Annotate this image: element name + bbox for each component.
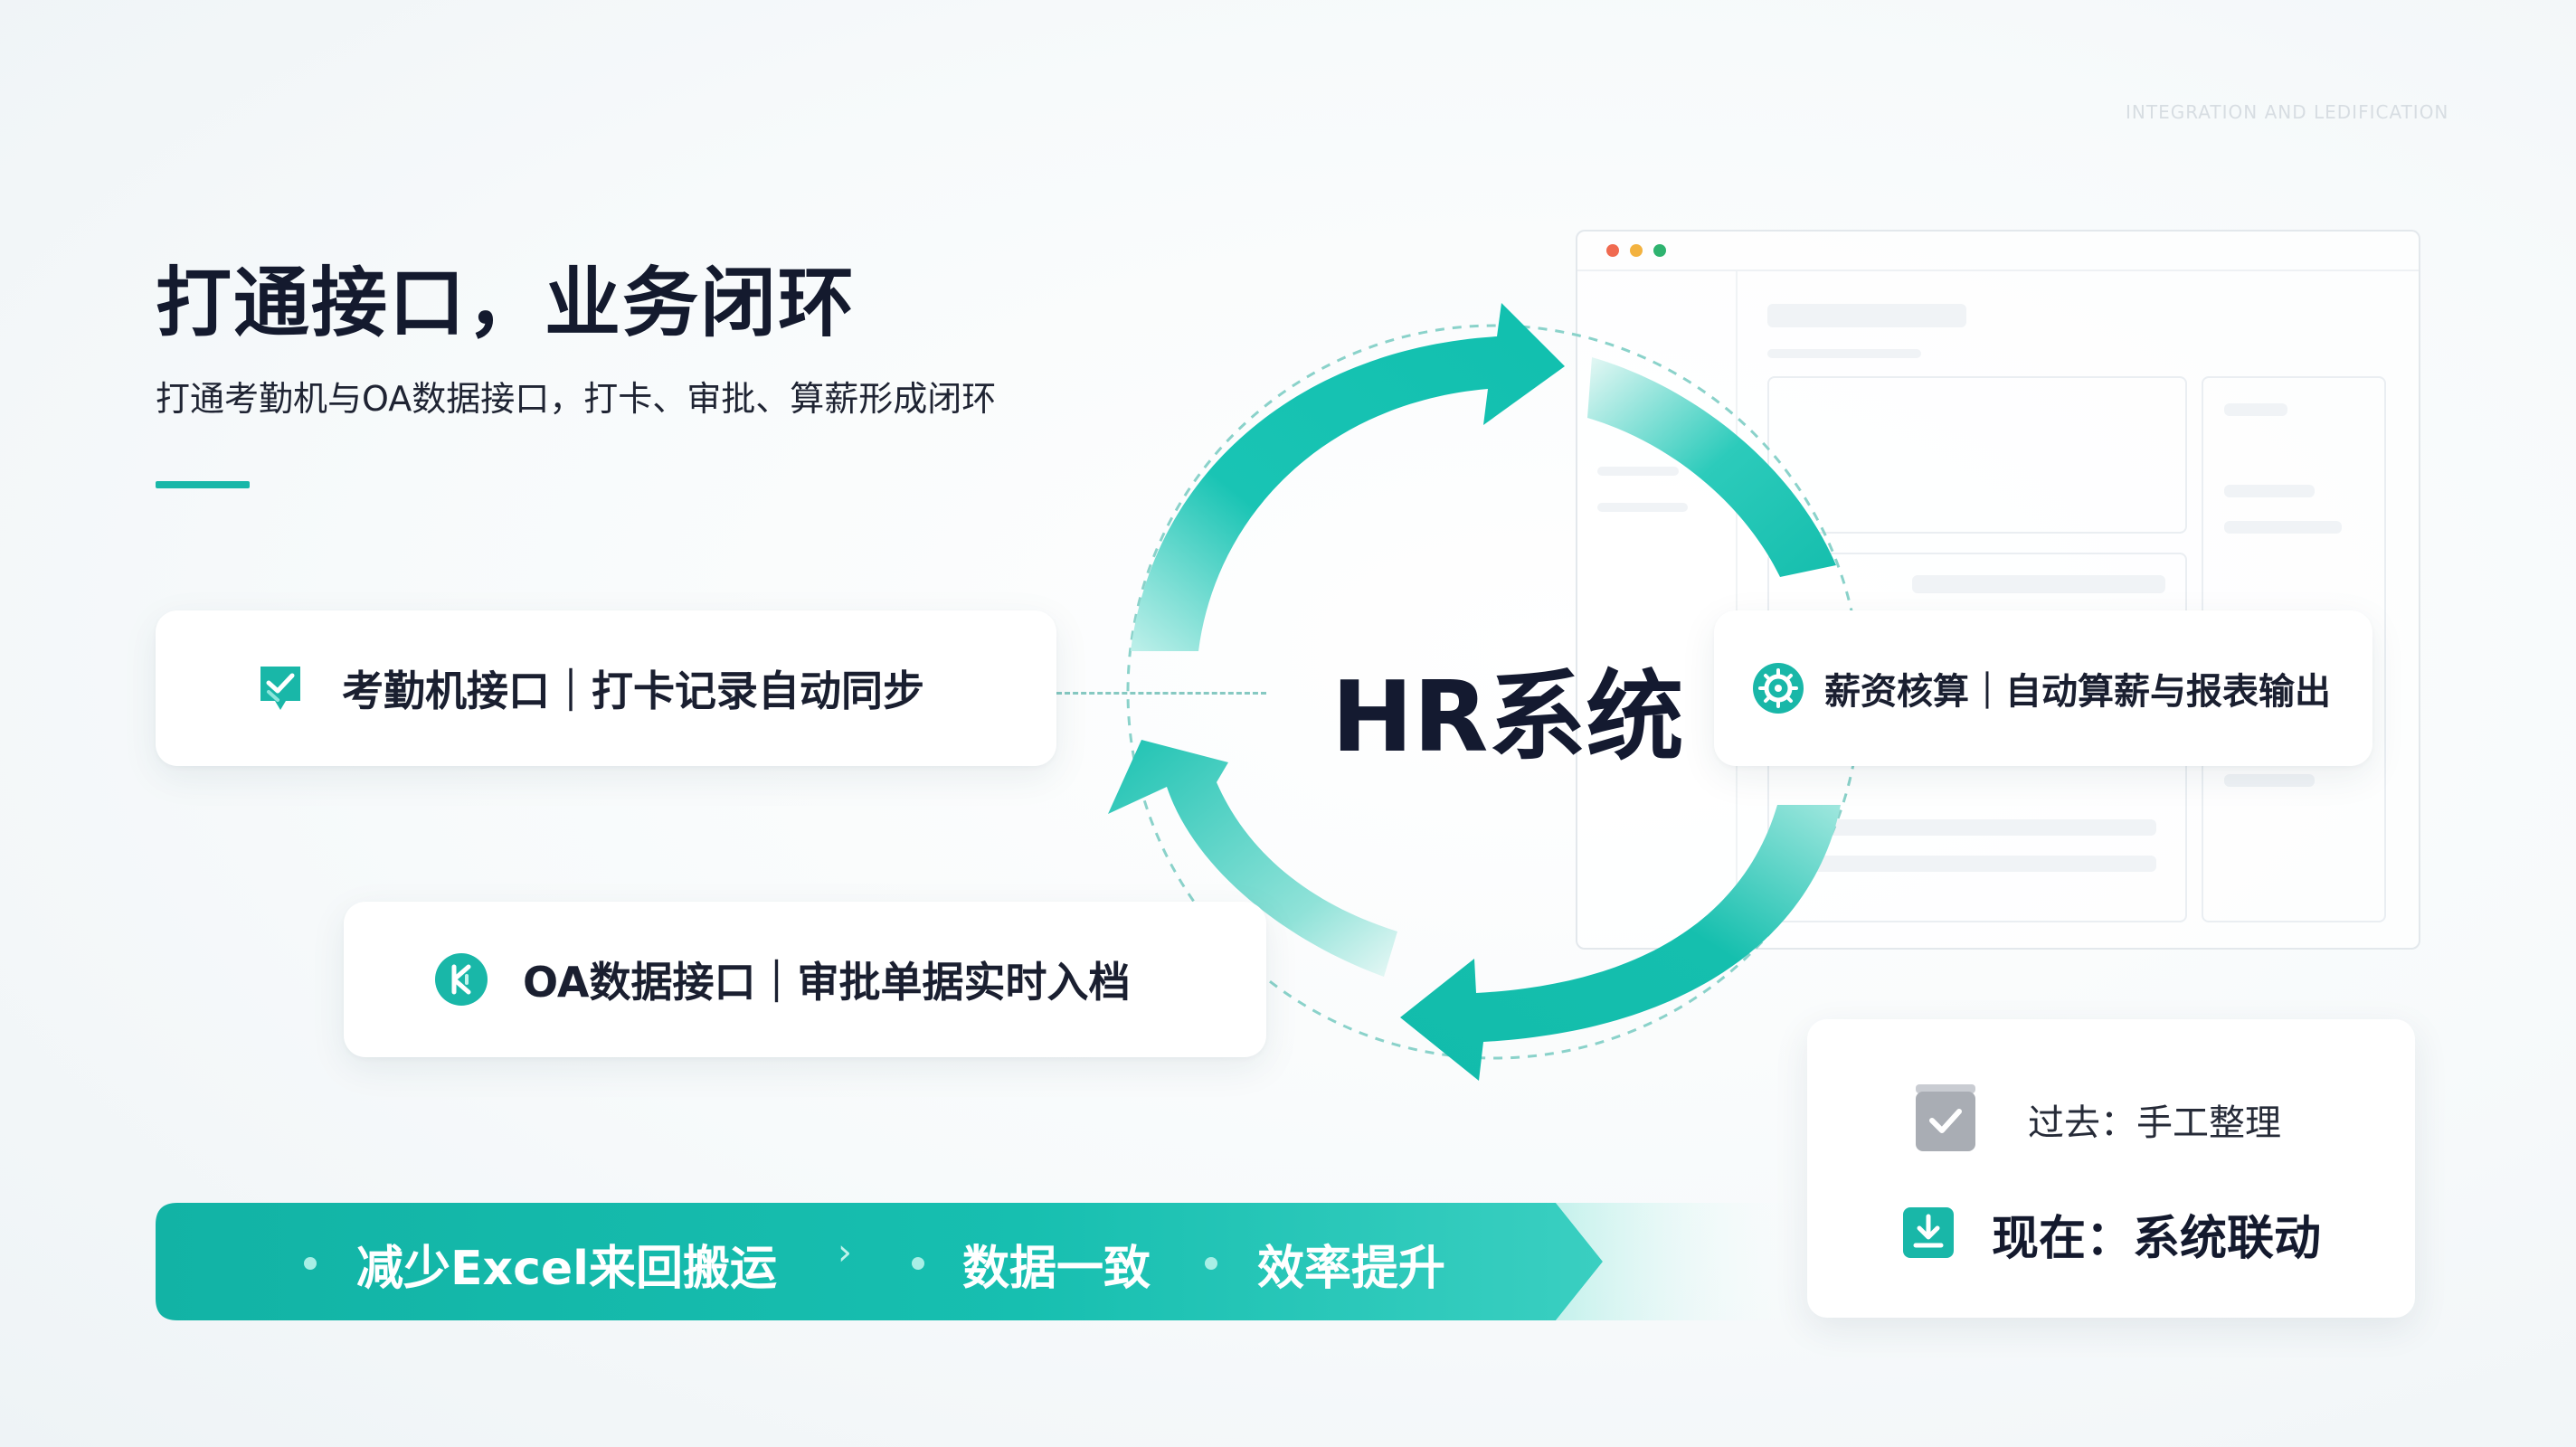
cycle-arrow-top [1131,303,1565,651]
placeholder-bar [2224,485,2315,497]
banner-bullet-dot [1205,1257,1217,1270]
placeholder-panel [1767,376,2187,534]
benefit-efficiency: 效率提升 [1257,1242,1446,1296]
placeholder-bar [2224,521,2342,534]
placeholder-bar [2224,403,2287,416]
hr-system-center-label: HR系统 [1331,661,1684,774]
cycle-arrow-left [1108,740,1397,977]
placeholder-bar [1767,349,1921,358]
placeholder-bar [1912,575,2165,593]
page-subtitle: 打通考勤机与OA数据接口，打卡、审批、算薪形成闭环 [156,379,997,419]
before-after-comparison-card: 过去：手工整理 现在：系统联动 [1807,1019,2415,1318]
benefits-banner-tail [1556,1203,1818,1320]
banner-bullet-dot [304,1257,317,1270]
past-row: 过去：手工整理 [1912,1083,2281,1157]
banner-bullet-dot [912,1257,924,1270]
placeholder-bar [1597,503,1688,512]
oa-data-icon [434,952,488,1007]
attendance-interface-label: 考勤机接口｜打卡记录自动同步 [342,667,924,715]
window-sidebar-divider [1736,271,1738,948]
placeholder-bar [1767,304,1966,327]
window-titlebar-divider [1577,270,2419,271]
benefits-banner-shape [156,1203,1603,1320]
check-shield-icon [253,661,308,715]
benefit-data-consistency: 数据一致 [962,1242,1151,1296]
cycle-arrow-bottom [1400,805,1841,1081]
card-connector-line [1056,692,1266,695]
attendance-interface-card: 考勤机接口｜打卡记录自动同步 [156,610,1056,766]
placeholder-bar [1795,819,2156,836]
now-method-label: 现在：系统联动 [1992,1212,2322,1266]
past-method-label: 过去：手工整理 [2028,1102,2281,1144]
now-row: 现在：系统联动 [1901,1200,2321,1268]
oa-data-interface-label: OA数据接口｜审批单据实时入档 [523,958,1131,1007]
hr-app-window-mockup [1576,230,2420,950]
chevron-right-icon: › [838,1232,852,1273]
window-close-dot [1606,244,1619,257]
placeholder-bar [1597,467,1679,476]
payroll-calculation-card: 薪资核算｜自动算薪与报表输出 [1714,610,2372,766]
title-accent-line [156,481,250,488]
window-minimize-dot [1630,244,1643,257]
clipboard-check-icon [1912,1083,1979,1157]
watermark-text: INTEGRATION AND LEDIFICATION [2126,101,2449,123]
payroll-calculation-label: 薪资核算｜自动算薪与报表输出 [1824,671,2331,713]
page-title: 打通接口，业务闭环 [156,259,857,347]
download-check-icon [1901,1206,1956,1263]
oa-data-interface-card: OA数据接口｜审批单据实时入档 [344,902,1266,1057]
placeholder-bar [1795,856,2156,872]
placeholder-bar [2224,774,2315,787]
window-maximize-dot [1653,244,1666,257]
cycle-arrow-right [1587,357,1836,577]
payroll-gear-icon [1752,662,1804,714]
benefit-reduce-excel: 减少Excel来回搬运 [356,1242,777,1296]
